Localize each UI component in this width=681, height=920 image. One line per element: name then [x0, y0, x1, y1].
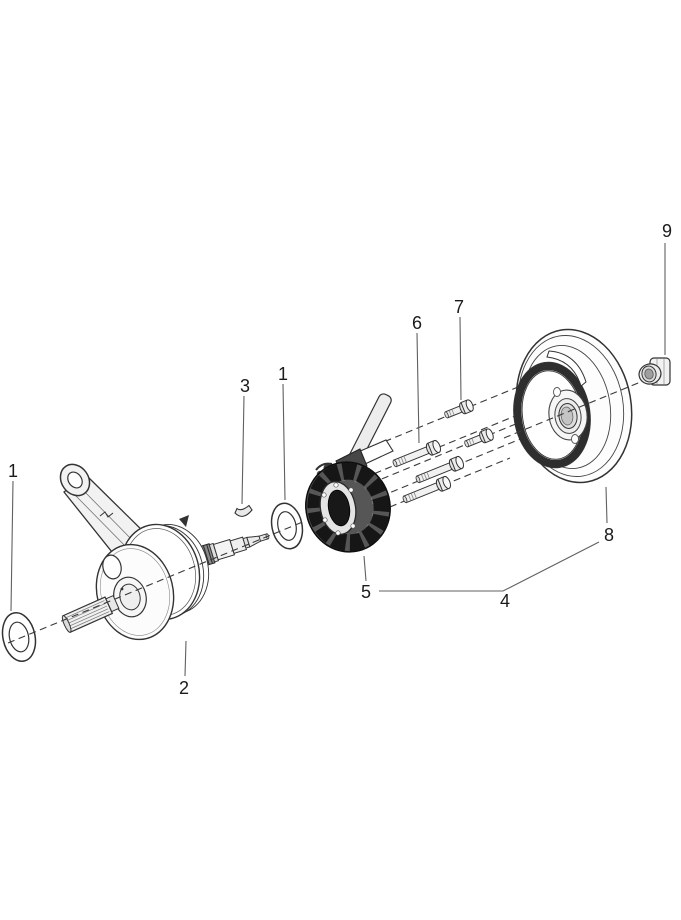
callout-stator: 5 — [361, 582, 371, 602]
flywheel-rotor — [513, 328, 633, 484]
woodruff-key — [234, 504, 253, 517]
bolt-long-3 — [402, 475, 452, 504]
callout-woodruff-key: 3 — [240, 376, 250, 396]
washer-left — [1, 612, 37, 662]
stator — [305, 393, 394, 553]
bolt-long-2 — [415, 455, 465, 484]
callout-assembly-group: 4 — [500, 591, 510, 611]
callout-bolt-short: 7 — [454, 297, 464, 317]
nut — [638, 357, 671, 386]
callout-nut: 9 — [662, 221, 672, 241]
callout-washer-mid: 1 — [278, 364, 288, 384]
bolt-short-1 — [444, 399, 474, 419]
callout-rotor: 8 — [604, 525, 614, 545]
washer-middle — [270, 502, 304, 550]
crankshaft — [59, 463, 270, 641]
leader-lines — [10, 243, 666, 677]
callout-washer-left: 1 — [8, 461, 18, 481]
bolt-long-1 — [392, 439, 442, 468]
callout-crankshaft: 2 — [179, 678, 189, 698]
centerline — [7, 520, 306, 644]
bolt-short-2 — [464, 428, 494, 448]
callout-bolt-long: 6 — [412, 313, 422, 333]
centerline-right — [503, 380, 644, 439]
